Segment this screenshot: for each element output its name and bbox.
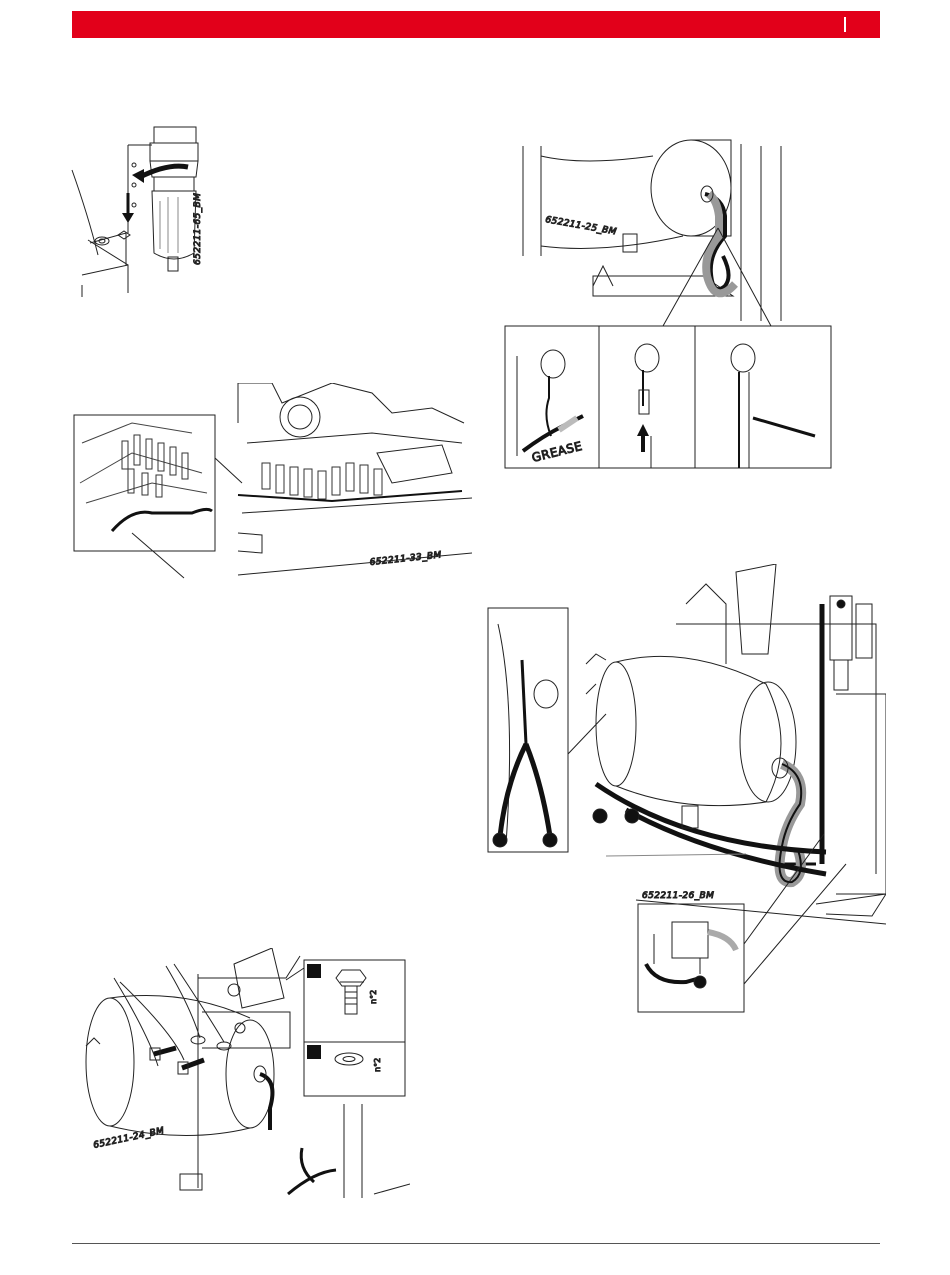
figure-code-label: 652211-26_BM	[642, 891, 714, 901]
figure-tank-hose: GREASE 652211-25_BM	[503, 136, 833, 472]
figure-code-label: 652211-65_BM	[193, 193, 203, 265]
header-bar	[72, 11, 880, 38]
footer-rule	[72, 1243, 880, 1244]
washer-quantity: n°2	[373, 1058, 382, 1072]
figure-tank-mount: n°2 n°2 652211-24_BM	[74, 948, 410, 1198]
figure-code-label: 652211-25_BM	[544, 215, 617, 237]
figure-code-label: 652211-33_BM	[369, 550, 442, 568]
figure-valve-block: 652211-33_BM	[72, 383, 472, 579]
figure-filter-regulator: 652211-65_BM	[68, 125, 218, 297]
bolt-quantity: n°2	[369, 990, 378, 1004]
header-page-marker	[844, 17, 846, 32]
figure-tank-hoses: 652211-26_BM	[486, 564, 886, 1014]
grease-label: GREASE	[530, 439, 583, 465]
